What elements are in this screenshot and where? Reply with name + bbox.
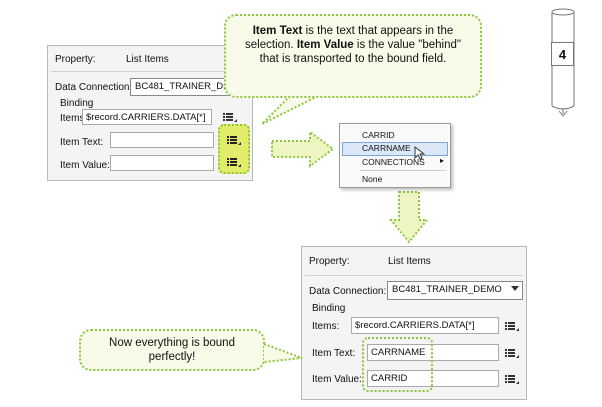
items-value: $record.CARRIERS.DATA[*]	[86, 112, 206, 123]
mouse-cursor-icon	[414, 146, 426, 160]
data-connection-select[interactable]: BC481_TRAINER_DEMO	[130, 78, 250, 96]
binding-list-icon	[223, 113, 237, 122]
item-text-field[interactable]	[110, 132, 214, 148]
binding-list-icon	[505, 375, 519, 384]
submenu-arrow-icon: ▸	[439, 156, 444, 165]
top-properties-panel: Property: List Items Data Connection: BC…	[47, 45, 253, 181]
item-text-value: CARRNAME	[371, 347, 426, 358]
item-text-binding-button[interactable]	[503, 346, 521, 360]
binding-group-label: Binding	[60, 98, 94, 109]
item-value-label: Item Value:	[60, 160, 110, 171]
property-value: List Items	[126, 54, 169, 65]
step-number-badge: 4	[551, 42, 574, 66]
data-connection-label: Data Connection:	[55, 82, 133, 93]
property-label: Property:	[55, 54, 96, 65]
items-label: Items:	[312, 321, 340, 332]
binding-list-icon	[505, 349, 519, 358]
item-value-value: CARRID	[371, 373, 408, 384]
menu-item-carrname[interactable]: CARRNAME	[362, 143, 411, 153]
data-connection-value: BC481_TRAINER_DEMO	[135, 81, 245, 92]
bound-confirmation-text: Now everything is bound perfectly!	[109, 337, 235, 363]
separator	[305, 275, 523, 276]
data-connection-select[interactable]: BC481_TRAINER_DEMO	[387, 281, 523, 300]
item-value-field[interactable]	[110, 155, 214, 171]
items-field[interactable]: $record.CARRIERS.DATA[*]	[82, 109, 212, 125]
chevron-down-icon	[511, 286, 519, 291]
callout-item-text-explanation: Item Text is the text that appears in th…	[224, 14, 482, 98]
items-binding-button[interactable]	[503, 319, 521, 333]
item-text-description: is the text that appears in the selectio…	[245, 25, 454, 51]
items-label: Items:	[60, 113, 88, 124]
callout-pointer	[263, 343, 303, 363]
item-text-label: Item Text:	[60, 137, 104, 148]
menu-item-none[interactable]: None	[362, 174, 383, 184]
items-value: $record.CARRIERS.DATA[*]	[355, 320, 475, 331]
bottom-properties-panel: Property: List Items Data Connection: BC…	[301, 246, 527, 400]
binding-list-icon	[227, 158, 241, 167]
item-text-binding-button[interactable]	[225, 133, 243, 147]
menu-separator	[360, 170, 446, 171]
binding-list-icon	[505, 322, 519, 331]
menu-item-carrid[interactable]: CARRID	[362, 130, 395, 140]
down-arrow	[389, 191, 429, 244]
item-text-field[interactable]: CARRNAME	[367, 344, 499, 361]
binding-list-icon	[227, 136, 241, 145]
item-value-binding-button[interactable]	[503, 372, 521, 386]
items-binding-button[interactable]	[221, 110, 239, 124]
menu-item-connections[interactable]: CONNECTIONS	[362, 157, 425, 167]
item-value-description: is the value "behind" that is transporte…	[259, 39, 461, 65]
highlighted-bound-values	[362, 337, 433, 392]
binding-group-label: Binding	[312, 303, 346, 314]
property-value: List Items	[388, 256, 431, 267]
data-connection-value: BC481_TRAINER_DEMO	[392, 284, 502, 295]
item-value-label: Item Value:	[312, 374, 362, 385]
term-item-text: Item Text	[252, 25, 303, 37]
right-arrow	[271, 130, 335, 168]
item-value-field[interactable]: CARRID	[367, 370, 499, 387]
item-text-label: Item Text:	[312, 348, 356, 359]
data-connection-label: Data Connection:	[309, 286, 387, 297]
callout-bound-confirmation: Now everything is bound perfectly!	[79, 329, 265, 371]
items-field[interactable]: $record.CARRIERS.DATA[*]	[351, 317, 499, 334]
binding-field-menu: CARRID CARRNAME CONNECTIONS ▸ None	[339, 123, 451, 188]
property-label: Property:	[309, 256, 350, 267]
term-item-value: Item Value	[296, 39, 354, 51]
item-value-binding-button[interactable]	[225, 155, 243, 169]
separator	[51, 71, 249, 72]
